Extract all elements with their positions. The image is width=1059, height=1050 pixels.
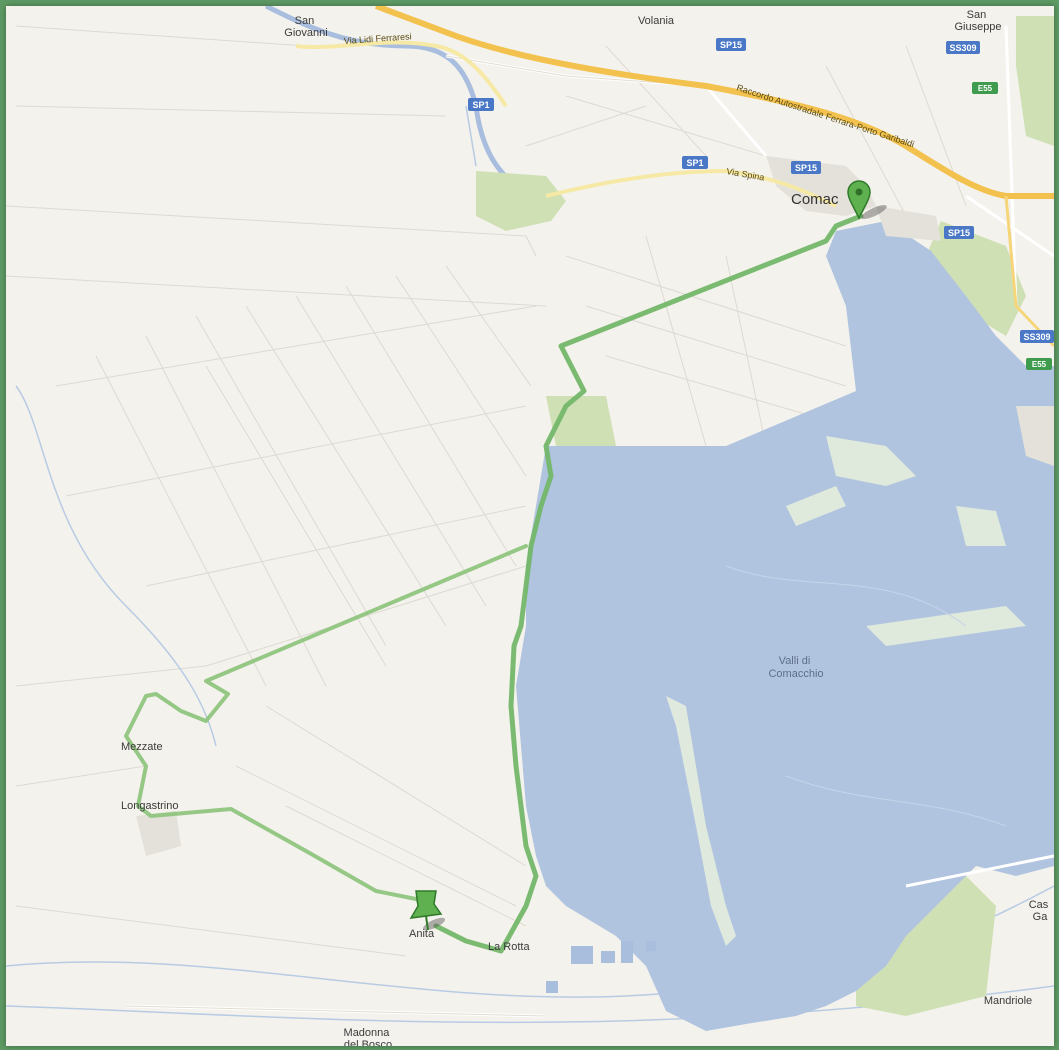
place-la-rotta: La Rotta — [488, 941, 530, 953]
label-valli-di-comacchio: Valli di Comacchio — [768, 655, 823, 680]
lagoon-water — [516, 221, 1054, 1031]
end-marker[interactable] — [409, 890, 447, 933]
motorway — [374, 6, 1054, 199]
place-mandriole: Mandriole — [984, 995, 1032, 1007]
road-label-via-lidi-ferraresi: Via Lidi Ferraresi — [343, 31, 411, 46]
shield-e55-east-label: E55 — [1032, 360, 1047, 369]
shield-ss309-east-label: SS309 — [1023, 332, 1050, 342]
secondary-roads — [295, 40, 837, 208]
shield-sp15-east — [944, 226, 974, 239]
shield-ss309-north-label: SS309 — [949, 43, 976, 53]
place-san-giovanni: San Giovanni — [284, 15, 327, 39]
shield-sp1-east — [682, 156, 708, 169]
lagoon-channels — [725, 565, 1007, 827]
shield-sp15-east-label: SP15 — [948, 228, 970, 238]
place-mezzate: Mezzate — [121, 741, 163, 753]
shield-sp15-north-label: SP15 — [720, 40, 742, 50]
place-comacchio: Comac — [791, 191, 839, 208]
shield-sp15-center-label: SP15 — [795, 163, 817, 173]
place-anita: Anita — [409, 928, 435, 940]
shield-sp15-north — [716, 38, 746, 51]
map-canvas[interactable]: SP15 SP1 SP1 SP15 SP15 SS309 SS309 E55 E… — [6, 6, 1054, 1046]
place-longastrino: Longastrino — [121, 800, 179, 812]
lagoon-islands — [666, 436, 1026, 946]
pushpin-needle-icon — [425, 915, 429, 931]
pin-dot-icon — [855, 188, 863, 196]
place-volania: Volania — [638, 15, 675, 27]
route-line — [124, 213, 864, 954]
field-grid — [6, 25, 967, 957]
shield-ss309-east — [1020, 330, 1054, 343]
industrial-blocks — [546, 941, 656, 993]
shield-sp15-center — [791, 161, 821, 174]
road-shields: SP15 SP1 SP1 SP15 SP15 SS309 SS309 E55 E… — [468, 38, 1054, 370]
place-madonna-del-bosco: Madonna del Bosco — [344, 1027, 393, 1046]
pin-icon — [847, 180, 871, 220]
shield-ss309-north — [946, 41, 980, 54]
shield-e55-north — [972, 82, 998, 94]
shield-sp1-east-label: SP1 — [686, 158, 703, 168]
pushpin-icon — [409, 890, 443, 919]
shield-sp1-north-label: SP1 — [472, 100, 489, 110]
shield-sp1-north — [468, 98, 494, 111]
place-san-giuseppe: San Giuseppe — [954, 9, 1001, 33]
start-marker[interactable] — [847, 180, 888, 222]
shield-e55-east — [1026, 358, 1052, 370]
place-casal-borsetti: Cas Ga — [1029, 899, 1052, 923]
shield-e55-north-label: E55 — [978, 84, 993, 93]
map-viewport[interactable]: SP15 SP1 SP1 SP15 SP15 SS309 SS309 E55 E… — [6, 6, 1054, 1046]
river — [264, 6, 528, 194]
start-marker-shadow — [861, 205, 887, 219]
